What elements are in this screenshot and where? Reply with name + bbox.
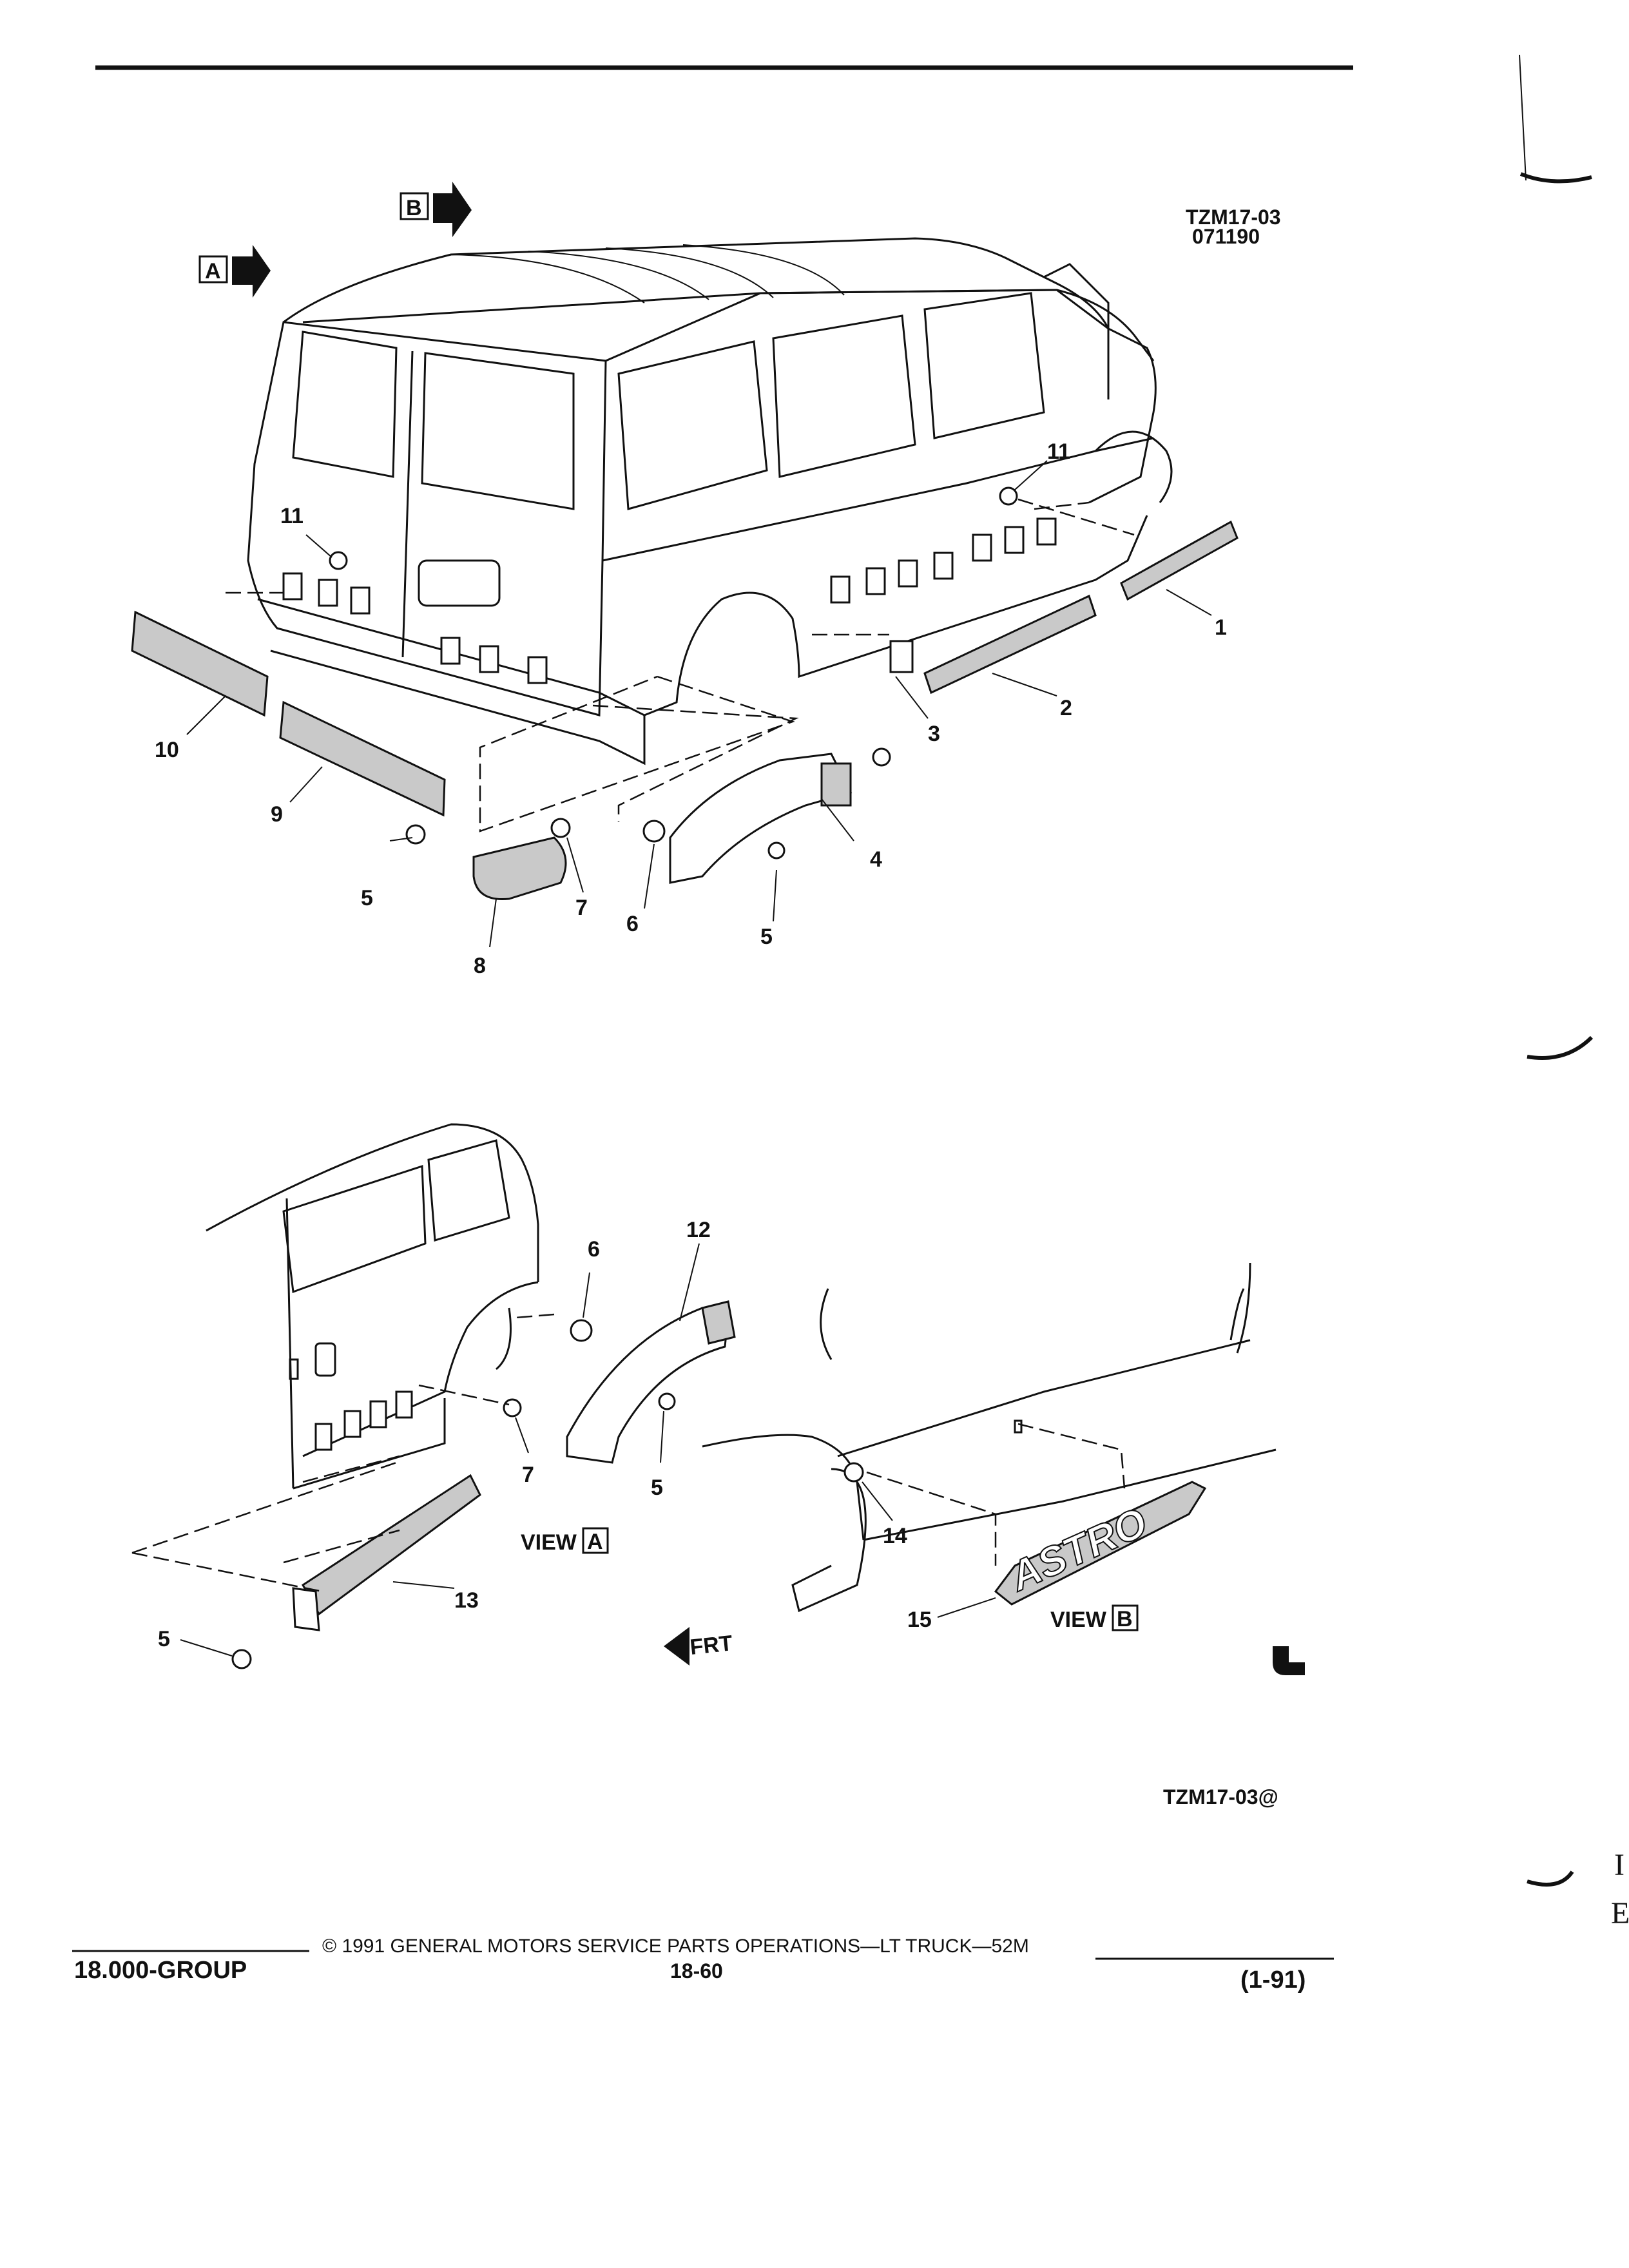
view-b-detail xyxy=(702,1262,1277,1613)
callout-2: 2 xyxy=(1060,696,1072,720)
callout-7a: 7 xyxy=(575,896,588,920)
margin-mark-3 xyxy=(1527,1870,1574,1887)
drawing-code: TZM17-03 xyxy=(1186,206,1281,229)
fastener-6-upper xyxy=(642,820,666,843)
rocker-molding-13 xyxy=(302,1474,481,1616)
svg-text:A: A xyxy=(587,1530,603,1554)
molding-2 xyxy=(923,594,1097,695)
svg-text:FRT: FRT xyxy=(689,1631,734,1660)
footer-copyright: © 1991 GENERAL MOTORS SERVICE PARTS OPER… xyxy=(322,1936,1029,1957)
publisher-mark-icon xyxy=(1273,1646,1305,1675)
callout-8: 8 xyxy=(474,954,486,978)
callout-11a: 11 xyxy=(280,504,304,528)
callout-5a: 5 xyxy=(361,886,373,910)
callout-4: 4 xyxy=(870,847,882,872)
rocker-end-cap-13 xyxy=(292,1587,320,1631)
end-cap-8 xyxy=(472,836,567,901)
svg-text:B: B xyxy=(1117,1607,1133,1631)
callout-7b: 7 xyxy=(522,1463,534,1487)
drawing-date: 071190 xyxy=(1192,225,1260,248)
svg-text:VIEW: VIEW xyxy=(521,1530,577,1555)
fastener-5-upper-b xyxy=(767,841,786,860)
callout-12: 12 xyxy=(686,1218,711,1242)
callout-1: 1 xyxy=(1215,615,1227,640)
fastener-7-upper xyxy=(550,818,571,838)
callout-3: 3 xyxy=(928,722,940,746)
clip-row-side xyxy=(830,517,1057,673)
callout-5c: 5 xyxy=(651,1475,663,1500)
molding-9 xyxy=(279,700,446,817)
view-a-caption: VIEW A xyxy=(521,1527,609,1555)
view-b-arrow: B xyxy=(400,182,472,237)
margin-mark-1 xyxy=(1519,172,1592,184)
footer-group: 18.000-GROUP xyxy=(74,1957,247,1984)
callout-15: 15 xyxy=(907,1608,932,1632)
callout-14: 14 xyxy=(883,1524,907,1548)
molding-1 xyxy=(1120,520,1239,601)
svg-text:VIEW: VIEW xyxy=(1050,1608,1107,1632)
margin-rule xyxy=(1519,54,1527,181)
callout-9: 9 xyxy=(271,802,283,827)
flare-12-end xyxy=(701,1300,736,1345)
fastener-5-rocker xyxy=(231,1649,252,1669)
van-rear-three-quarter-view xyxy=(247,237,1173,765)
margin-mark-2 xyxy=(1527,1035,1594,1060)
view-b-caption: VIEW B xyxy=(1050,1604,1139,1632)
margin-letter-top: I xyxy=(1614,1848,1624,1882)
fastener-5-upper-a xyxy=(405,824,426,845)
callout-5b: 5 xyxy=(760,925,773,949)
view-a-detail xyxy=(206,1123,539,1490)
fastener-4-screw xyxy=(872,747,891,767)
fastener-6-view-a xyxy=(570,1319,593,1342)
figure-code: TZM17-03@ xyxy=(1163,1785,1278,1809)
astro-emblem: ASTRO xyxy=(994,1481,1207,1606)
footer-page: 18-60 xyxy=(670,1959,723,1983)
clip-row-rear xyxy=(282,572,548,684)
molding-10 xyxy=(131,610,269,717)
fastener-7-view-a xyxy=(503,1398,522,1418)
svg-text:B: B xyxy=(406,196,422,220)
svg-text:A: A xyxy=(205,259,221,284)
front-direction-arrow: FRT xyxy=(664,1627,734,1666)
footer-revision: (1-91) xyxy=(1240,1966,1306,1994)
callout-13: 13 xyxy=(454,1588,479,1613)
callout-11b: 11 xyxy=(1047,439,1070,464)
flare-bracket-4 xyxy=(820,762,852,807)
fastener-5-view-a xyxy=(658,1392,676,1410)
callout-6a: 6 xyxy=(626,912,639,936)
callout-5d: 5 xyxy=(158,1627,170,1651)
margin-letter-bottom: E xyxy=(1611,1896,1629,1930)
svg-text:ASTRO: ASTRO xyxy=(1002,1499,1154,1600)
fastener-14 xyxy=(843,1462,864,1483)
view-a-arrow: A xyxy=(198,245,271,298)
callout-6b: 6 xyxy=(588,1237,600,1262)
callout-10: 10 xyxy=(155,738,179,762)
